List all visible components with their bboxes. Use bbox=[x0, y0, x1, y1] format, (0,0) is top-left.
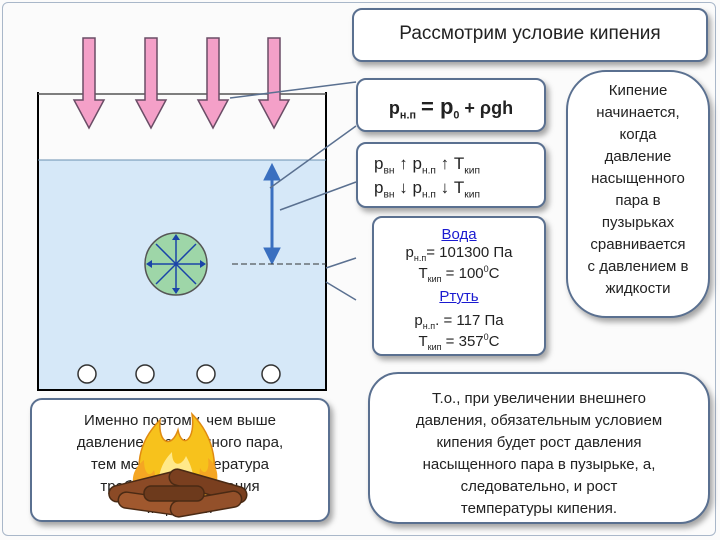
callout-lines bbox=[229, 81, 357, 301]
vessel-walls bbox=[37, 92, 327, 391]
mercury-pressure: pн.п. = 117 Па bbox=[414, 312, 504, 331]
water-temperature: Tкип = 1000С bbox=[418, 264, 500, 284]
bottom-bubbles bbox=[77, 364, 281, 384]
water-title[interactable]: Вода bbox=[441, 226, 477, 243]
relations-box: pвн ↑ pн.п ↑ Tкип pвн ↓ pн.п ↓ Tкип bbox=[356, 142, 546, 208]
page-title: Рассмотрим условие кипения bbox=[399, 23, 661, 44]
water-pressure: pн.п= 101300 Па bbox=[405, 244, 513, 263]
mercury-title[interactable]: Ртуть bbox=[439, 288, 479, 305]
relation-row-decrease: pвн ↓ pн.п ↓ Tкип bbox=[374, 178, 480, 201]
depth-arrow bbox=[263, 162, 281, 266]
vapor-bubble bbox=[144, 232, 208, 296]
values-box: Вода pн.п= 101300 Па Tкип = 1000С Ртуть … bbox=[372, 216, 546, 356]
down-arrow-icon: ↓ bbox=[440, 178, 450, 197]
external-pressure-arrows bbox=[72, 37, 291, 130]
mercury-temperature: Tкип = 3570С bbox=[418, 332, 500, 352]
down-arrow-icon: ↓ bbox=[399, 178, 408, 197]
boiling-formula: pн.п = p0 + ρgh bbox=[388, 94, 514, 122]
up-arrow-icon: ↑ bbox=[440, 154, 450, 173]
title-box: Рассмотрим условие кипения bbox=[352, 8, 708, 62]
relation-row-increase: pвн ↑ pн.п ↑ Tкип bbox=[374, 154, 480, 177]
up-arrow-icon: ↑ bbox=[399, 154, 408, 173]
formula-box: pн.п = p0 + ρgh bbox=[356, 78, 546, 132]
